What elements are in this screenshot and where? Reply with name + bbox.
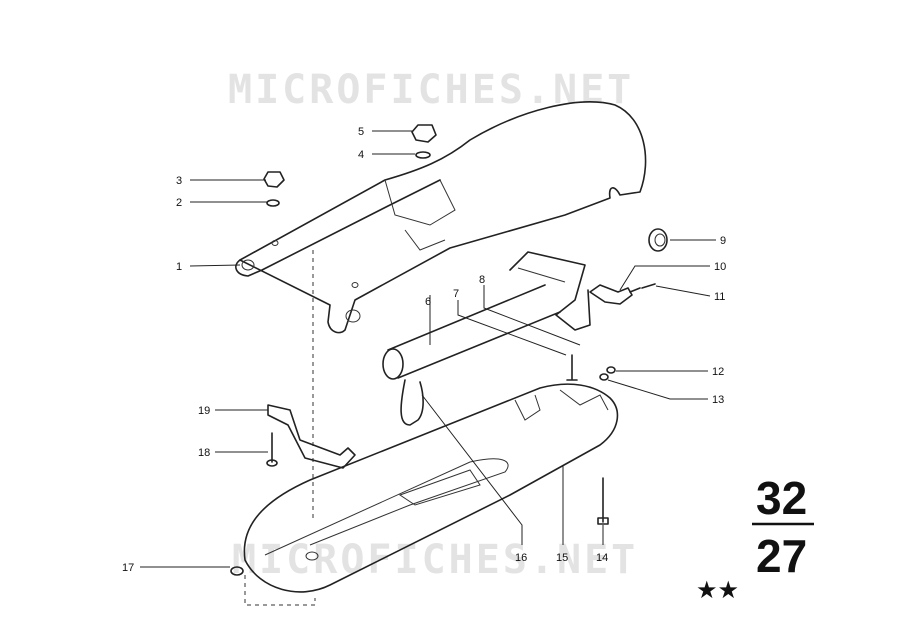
callout-3: 3: [176, 175, 182, 187]
bolt-18: [266, 432, 278, 467]
callout-12: 12: [712, 366, 724, 378]
callout-18: 18: [198, 447, 210, 459]
callout-19: 19: [198, 405, 210, 417]
nut-13: [599, 373, 609, 381]
callout-5: 5: [358, 126, 364, 138]
hose: [400, 379, 424, 426]
callout-9: 9: [720, 235, 726, 247]
callout-17: 17: [122, 562, 134, 574]
clamp-10: [589, 284, 641, 305]
bracket-19: [267, 404, 356, 469]
bolt-7: [566, 354, 578, 381]
washer-12: [606, 366, 616, 374]
washer-4: [415, 151, 431, 159]
stars-marker: ★★: [696, 577, 739, 604]
callout-8: 8: [479, 274, 485, 286]
callout-15: 15: [556, 552, 568, 564]
group-number-bottom: 27: [756, 530, 807, 582]
nut-5: [411, 124, 437, 143]
watermark-top: MICROFICHES.NET: [228, 67, 634, 113]
group-number: 32 27 ★★: [696, 472, 814, 604]
watermark-bottom: MICROFICHES.NET: [232, 537, 638, 583]
callout-11: 11: [714, 291, 725, 303]
leader-lines: [140, 130, 716, 568]
grommet-9: [648, 228, 668, 252]
lower-cover: [243, 383, 619, 593]
callout-4: 4: [358, 149, 364, 161]
callout-6: 6: [425, 296, 431, 308]
callout-13: 13: [712, 394, 724, 406]
callout-10: 10: [714, 261, 726, 273]
nut-3: [263, 171, 285, 188]
callout-7: 7: [453, 288, 459, 300]
bolt-14: [597, 477, 609, 525]
screw-17: [230, 566, 316, 606]
column-tube: [382, 284, 561, 380]
mounting-bracket: [509, 251, 591, 331]
callout-14: 14: [596, 552, 608, 564]
washer-2: [266, 199, 280, 207]
callout-1: 1: [176, 261, 182, 273]
callout-2: 2: [176, 197, 182, 209]
callout-16: 16: [515, 552, 527, 564]
group-number-top: 32: [756, 472, 807, 524]
screw-11: [641, 283, 656, 289]
upper-cover: [235, 101, 647, 334]
